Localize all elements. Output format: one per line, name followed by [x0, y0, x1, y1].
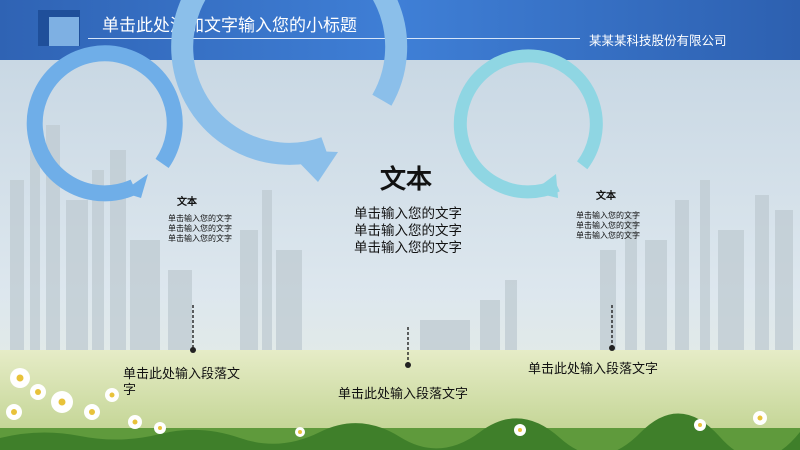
- circle-3-line-3: 单击输入您的文字: [576, 231, 640, 240]
- circle-1-line-1: 单击输入您的文字: [168, 214, 232, 223]
- circle-2-title[interactable]: 文本: [379, 165, 432, 195]
- circle-2-line-3: 单击输入您的文字: [354, 240, 462, 256]
- circle-3-body[interactable]: 单击输入您的文字 单击输入您的文字 单击输入您的文字: [564, 211, 652, 241]
- ring-center: [171, 0, 408, 182]
- circle-3-line-1: 单击输入您的文字: [576, 211, 640, 220]
- circle-1-body[interactable]: 单击输入您的文字 单击输入您的文字 单击输入您的文字: [150, 214, 250, 244]
- ring-left: [26, 45, 183, 202]
- circle-3-line-2: 单击输入您的文字: [576, 221, 640, 230]
- daisy-centers: [11, 374, 763, 434]
- circle-2-body[interactable]: 单击输入您的文字 单击输入您的文字 单击输入您的文字: [338, 206, 478, 257]
- caption-2[interactable]: 单击此处输入段落文字: [338, 387, 469, 402]
- caption-1[interactable]: 单击此处输入段落文字: [123, 367, 241, 398]
- ring-right: [453, 49, 603, 199]
- arrow-head-center: [287, 150, 338, 182]
- header-square-light: [49, 17, 79, 46]
- arrow-head-left: [122, 174, 148, 198]
- company-name[interactable]: 某某某科技股份有限公司: [589, 33, 727, 48]
- slide-title[interactable]: 单击此处添加文字输入您的小标题: [102, 16, 357, 36]
- refinery-silhouette: [10, 125, 793, 355]
- circle-2-line-1: 单击输入您的文字: [354, 206, 462, 222]
- circle-3-title[interactable]: 文本: [596, 191, 616, 202]
- circle-2-line-2: 单击输入您的文字: [354, 223, 462, 239]
- circle-1-title[interactable]: 文本: [177, 197, 197, 208]
- arrow-head-right: [532, 174, 558, 198]
- connector-dots: [190, 345, 615, 368]
- circle-1-line-2: 单击输入您的文字: [168, 224, 232, 233]
- connector-lines: [192, 305, 613, 363]
- caption-3[interactable]: 单击此处输入段落文字: [528, 362, 659, 377]
- header-divider: [88, 38, 580, 39]
- circle-1-line-3: 单击输入您的文字: [168, 234, 232, 243]
